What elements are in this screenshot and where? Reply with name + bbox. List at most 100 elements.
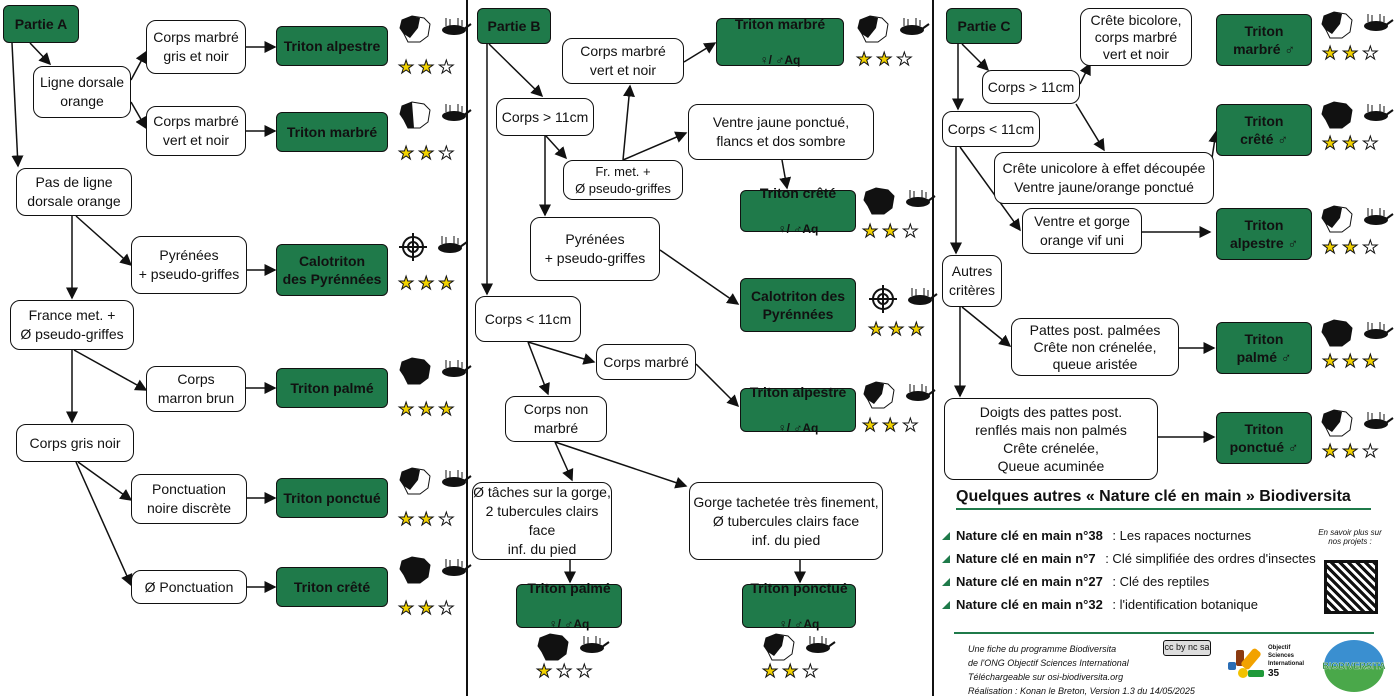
- species-icons: [398, 555, 472, 590]
- bullet-icon: [942, 554, 950, 563]
- newt-icon: [904, 284, 938, 319]
- star-empty-icon: ★: [438, 143, 455, 163]
- france-map-icon: [1320, 100, 1354, 135]
- star-filled-icon: ★: [861, 221, 879, 241]
- other-key-link[interactable]: Nature clé en main n°7 : Clé simplifiée …: [942, 551, 1316, 566]
- species-icons: [1320, 318, 1394, 353]
- star-filled-icon: ★: [397, 143, 415, 163]
- species-icons: [398, 100, 472, 135]
- newt-icon: [434, 232, 468, 267]
- species-box: Triton palmé ♂: [1216, 322, 1312, 374]
- species-box: Triton ponctué♀/ ♂Aq: [742, 580, 856, 631]
- star-empty-icon: ★: [1362, 441, 1379, 461]
- france-map-icon: [1320, 204, 1354, 239]
- star-filled-icon: ★: [418, 399, 435, 419]
- key-node: Corps marbré: [596, 344, 696, 380]
- star-filled-icon: ★: [535, 661, 553, 681]
- star-filled-icon: ★: [908, 319, 925, 339]
- other-key-link[interactable]: Nature clé en main n°27 : Clé des reptil…: [942, 574, 1209, 589]
- species-box: Triton crêté♀/ ♂Aq: [740, 185, 856, 236]
- star-filled-icon: ★: [418, 143, 435, 163]
- species-name: Triton palmé: [527, 580, 611, 596]
- key-node: Corps > 11cm: [496, 98, 594, 136]
- star-empty-icon: ★: [556, 661, 573, 681]
- key-node: Corps non marbré: [505, 396, 607, 442]
- newt-icon: [438, 14, 472, 49]
- newt-icon: [902, 186, 936, 221]
- france-map-icon: [398, 356, 432, 391]
- key-node: Pyrénées + pseudo-griffes: [131, 236, 247, 294]
- species-icons: [1320, 10, 1394, 45]
- star-filled-icon: ★: [397, 273, 415, 293]
- species-icons: [856, 14, 930, 49]
- star-filled-icon: ★: [876, 49, 893, 69]
- star-empty-icon: ★: [438, 598, 455, 618]
- other-key-link[interactable]: Nature clé en main n°38 : Les rapaces no…: [942, 528, 1251, 543]
- key-node: Corps marbré vert et noir: [146, 106, 246, 156]
- species-name: Triton marbré: [286, 124, 378, 140]
- key-node: Pattes post. palmées Crête non crénelée,…: [1011, 318, 1179, 376]
- species-name: Triton marbré ♂: [1233, 23, 1295, 57]
- star-rating: ★★★: [1321, 351, 1378, 371]
- qr-code[interactable]: [1324, 560, 1378, 614]
- species-icons: [398, 14, 472, 49]
- species-name: Calotriton des Pyrénnées: [282, 253, 382, 287]
- link-title: Nature clé en main n°38: [956, 528, 1103, 543]
- france-map-icon: [856, 14, 890, 49]
- key-node: Pyrénées + pseudo-griffes: [530, 217, 660, 281]
- star-rating: ★★★: [397, 598, 455, 618]
- france-map-icon: [1320, 408, 1354, 443]
- newt-icon: [438, 100, 472, 135]
- star-filled-icon: ★: [438, 399, 455, 419]
- footer-credits: Une fiche du programme Biodiversita de l…: [968, 644, 1195, 696]
- key-node: Autres critères: [942, 255, 1002, 307]
- star-rating: ★★★: [397, 399, 455, 419]
- key-node: France met. + Ø pseudo-griffes: [10, 300, 134, 350]
- key-node: Ø Ponctuation: [131, 570, 247, 604]
- star-filled-icon: ★: [861, 415, 879, 435]
- newt-icon: [1360, 100, 1394, 135]
- star-rating: ★★★: [861, 221, 918, 241]
- species-icons: [536, 632, 610, 667]
- sex-label: ♀/ ♂Aq: [778, 617, 820, 631]
- species-box: Triton crêté: [276, 567, 388, 607]
- species-box: Triton alpestre ♂: [1216, 208, 1312, 260]
- other-key-link[interactable]: Nature clé en main n°32 : l'identificati…: [942, 597, 1258, 612]
- star-filled-icon: ★: [867, 319, 885, 339]
- france-map-icon: [762, 632, 796, 667]
- target-icon: [398, 232, 428, 267]
- species-icons: [398, 466, 472, 501]
- osi-logo-text: Objectif Sciences International: [1268, 645, 1305, 667]
- bullet-icon: [942, 577, 950, 586]
- link-desc: : Les rapaces nocturnes: [1108, 528, 1252, 543]
- species-box: Triton marbré: [276, 112, 388, 152]
- star-filled-icon: ★: [761, 661, 779, 681]
- france-map-icon: [1320, 10, 1354, 45]
- divider: [954, 632, 1374, 634]
- key-node: Crête unicolore à effet découpée Ventre …: [994, 152, 1214, 204]
- sex-label: ♀/ ♂Aq: [777, 421, 819, 435]
- star-filled-icon: ★: [418, 598, 435, 618]
- species-box: Triton palmé♀/ ♂Aq: [516, 580, 622, 631]
- star-empty-icon: ★: [1362, 237, 1379, 257]
- bullet-icon: [942, 531, 950, 540]
- key-node: Corps marbré vert et noir: [562, 38, 684, 84]
- france-map-icon: [536, 632, 570, 667]
- species-icons: [1320, 408, 1394, 443]
- species-box: Calotriton des Pyrénnées: [276, 244, 388, 296]
- key-node: Ponctuation noire discrète: [131, 474, 247, 524]
- key-node: Corps marron brun: [146, 366, 246, 412]
- species-box: Triton alpestre: [276, 26, 388, 66]
- link-title: Nature clé en main n°27: [956, 574, 1103, 589]
- species-name: Triton palmé ♂: [1236, 331, 1292, 365]
- france-map-icon: [398, 100, 432, 135]
- species-name: Triton ponctué: [283, 490, 381, 506]
- star-filled-icon: ★: [1321, 351, 1339, 371]
- france-map-icon: [862, 380, 896, 415]
- star-empty-icon: ★: [896, 49, 913, 69]
- france-map-icon: [862, 186, 896, 221]
- key-node: Fr. met. + Ø pseudo-griffes: [563, 160, 683, 200]
- star-filled-icon: ★: [855, 49, 873, 69]
- star-filled-icon: ★: [418, 273, 435, 293]
- species-icons: [398, 232, 468, 267]
